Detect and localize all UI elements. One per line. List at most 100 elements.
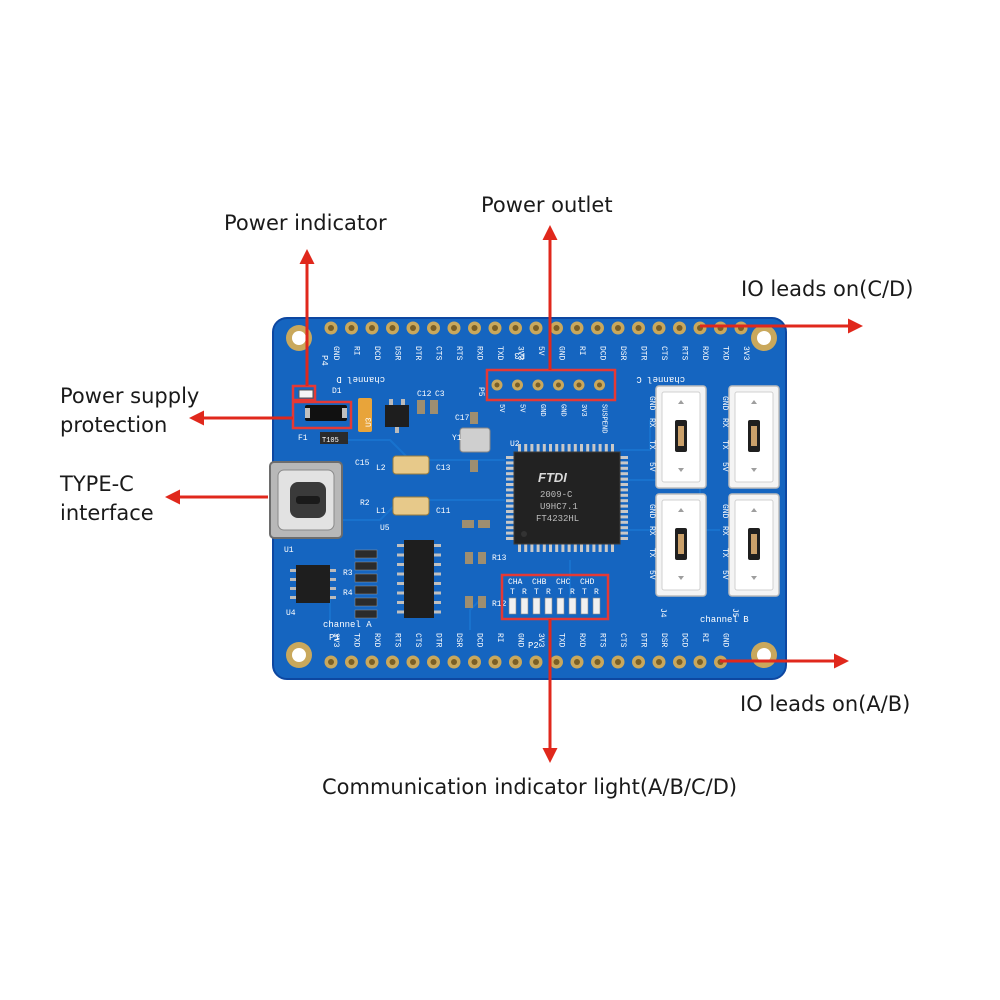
u5-pin [434,563,441,566]
chip-line-1: 2009-C [540,490,573,500]
top-header-id: P4 [319,355,329,366]
power-outlet-pad [573,379,585,391]
bottom-pin-label: DTR [434,633,443,648]
annotation-arrows [165,225,863,763]
header-pad [632,321,645,335]
bottom-pin-label: GND [516,633,525,648]
chip-line-2: U9HC7.1 [540,502,578,512]
bottom-pin-label: RI [495,633,504,643]
qfp-pin [620,499,628,503]
top-pin-label: CTS [659,346,668,361]
qfp-pin [620,472,628,476]
power-outlet-pin-label: GND [559,404,567,417]
top-pin-label: DTR [413,346,422,361]
bottom-pin-label: RI [700,633,709,643]
top-pin-label: 5V [536,346,545,356]
communication-leds [508,597,601,615]
header-pad [406,655,420,669]
ref-c15: C15 [355,459,370,468]
power-outlet-pad [532,379,544,391]
t105-component [320,432,348,444]
qfp-pin [518,544,521,552]
top-pin-label: TXD [495,346,504,361]
connector-pin-label: GND [720,504,729,519]
led-letter: R [546,588,551,597]
led-group-label: CHC [556,578,571,587]
led [592,597,601,615]
ref-j4: J4 [658,608,667,618]
header-pad [652,321,666,335]
connector-pin-label: RX [720,526,729,536]
bottom-pin-label: 3V3 [331,633,340,648]
ref-r4: R4 [343,589,353,598]
led-group-label: CHB [532,578,547,587]
header-pad [673,321,686,335]
chip-u5 [397,540,441,618]
qfp-pin [620,488,628,492]
qfp-pin [506,477,514,481]
header-pad [509,321,522,335]
qfp-pin [620,477,628,481]
qfp-pin [611,544,614,552]
bottom-pin-label: RTS [598,633,607,648]
led-letter: T [558,588,563,597]
top-pin-label: CTS [434,346,443,361]
qfp-pin [506,520,514,524]
qfp-pin [542,544,546,552]
u5-pin [434,572,441,576]
qfp-pin [620,537,628,540]
resistor-array [354,549,378,619]
header-pad [550,321,563,335]
qfp-pin [580,544,583,552]
capacitor-c12 [417,400,425,414]
u5-pin [397,582,404,585]
highlight-leds [500,573,610,621]
capacitor-c17 [470,412,478,424]
header-pad [570,321,584,335]
header-pad [345,655,358,669]
header-pad [324,321,338,335]
qfp-pin [573,544,577,552]
qfp-pin [620,456,628,459]
label-power-supply-protection-line2: protection [60,413,168,437]
connector-pin-label: TX [720,440,729,450]
qfp-pin [620,483,628,486]
power-outlet-header [491,379,605,391]
qfp-pin [598,544,602,552]
highlight-fuse [291,400,353,430]
qfp-pin [506,488,514,492]
usb-type-c-connector [269,461,343,539]
connector-pin-label: 5V [720,570,729,580]
qfp-pin [506,537,514,540]
qfp-pin [586,444,590,452]
header-pad [570,655,584,669]
led-letter: R [594,588,599,597]
qfp-pin [506,466,514,470]
qfp-pin [530,444,534,452]
mounting-hole-bottom-left [286,642,312,668]
bottom-pin-label: 3V3 [536,633,545,648]
label-communication-indicator: Communication indicator light(A/B/C/D) [322,775,738,799]
u5-pin [434,582,441,585]
ref-t105: T105 [322,437,339,445]
header-pad [488,321,502,335]
ref-y1: Y1 [452,434,462,443]
qfp-pin [536,544,540,552]
power-led [298,389,314,399]
label-power-supply-protection-line1: Power supply [60,384,200,408]
qfp-pin [518,444,521,452]
header-pad [468,321,481,335]
bottom-header-id: P1 [329,633,340,643]
power-outlet-pad [553,379,564,391]
connector-pin-label: TX [647,548,656,558]
bottom-pin-label: RXD [372,633,381,648]
ref-l2: L2 [376,464,386,473]
top-pin-label: RTS [454,346,463,361]
qfp-pin [586,544,590,552]
power-outlet-pin-label: 5V [518,404,526,413]
power-outlet-pad [491,379,503,391]
ref-u4: U4 [286,609,296,618]
ref-j5: J5 [730,608,739,618]
